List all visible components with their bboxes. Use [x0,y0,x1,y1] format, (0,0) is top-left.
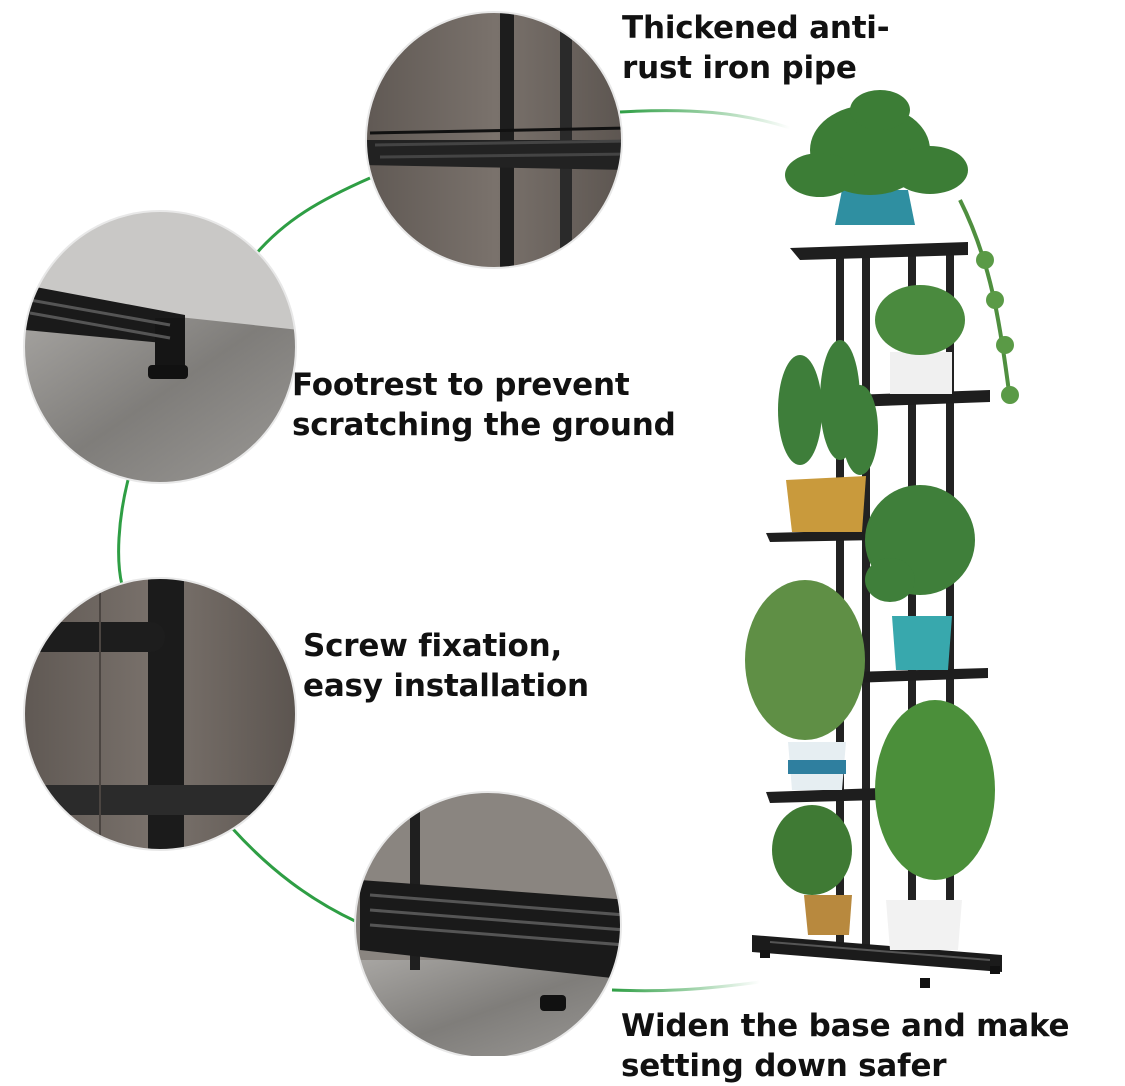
caption-line: Widen the base and make [621,1008,1070,1044]
connector-arc [117,109,791,993]
product-illustration [23,11,1019,1056]
detail-circle-footrest [23,210,297,484]
feature-caption-footrest: Footrest to prevent scratching the groun… [292,365,676,445]
caption-line: rust iron pipe [622,50,857,86]
detail-circle-pipe [365,11,623,269]
caption-line: scratching the ground [292,407,676,443]
detail-circle-screw [23,577,297,851]
feature-caption-pipe: Thickened anti- rust iron pipe [622,8,890,88]
caption-line: setting down safer [621,1048,947,1084]
caption-line: Footrest to prevent [292,367,630,403]
caption-line: Thickened anti- [622,10,890,46]
plant-stand [745,90,1019,988]
caption-line: Screw fixation, [303,628,563,664]
caption-line: easy installation [303,668,589,704]
feature-caption-base: Widen the base and make setting down saf… [621,1006,1070,1086]
feature-caption-screw: Screw fixation, easy installation [303,626,589,706]
detail-circle-base [354,791,622,1056]
